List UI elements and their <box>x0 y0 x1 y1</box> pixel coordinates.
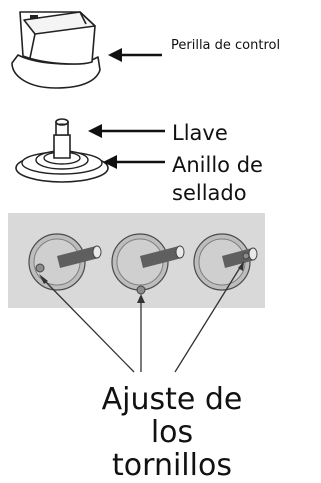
control-knob-label: Perilla de control <box>171 38 281 53</box>
key-label: Llave <box>172 121 228 145</box>
adjustment-screw-icon <box>28 233 258 295</box>
screw-pointer-lines <box>39 261 244 373</box>
valve-stem <box>53 118 71 159</box>
sealing-ring-label: Anillo de sellado <box>172 153 263 205</box>
control-knob-icon <box>11 11 101 89</box>
label-arrows <box>88 48 165 169</box>
adjustment-screws-label: Ajuste de los tornillos <box>101 382 243 483</box>
